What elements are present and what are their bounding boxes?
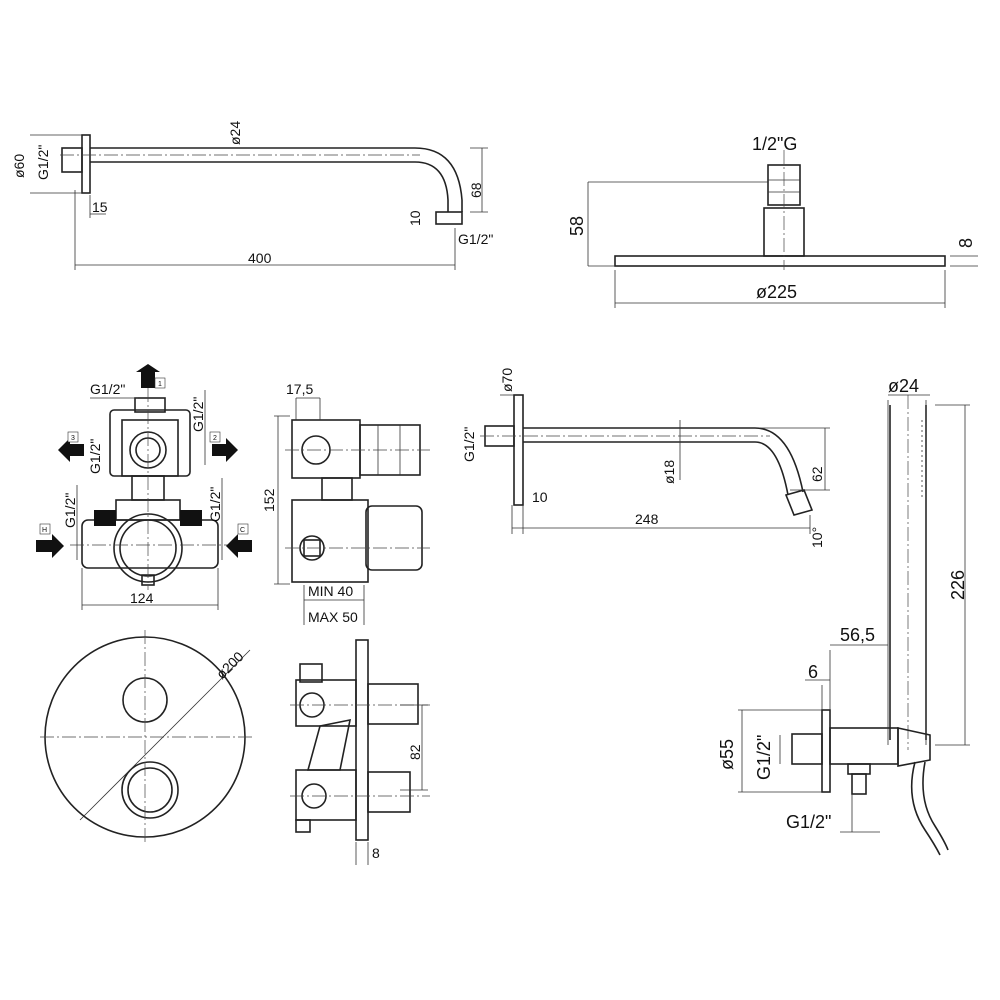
shower-arm-drawing: ø60 G1/2" ø24 15 400 68 10 G1/2" [11, 121, 493, 270]
spout-pipe-dia: ø18 [661, 460, 677, 484]
arrow-label-1: 1 [158, 381, 162, 388]
hand-handle-dia: ø24 [888, 376, 919, 396]
arrow-label-3: 3 [71, 435, 75, 442]
hand-flange-dia: ø55 [717, 739, 737, 770]
valve-inlet-hot: G1/2" [62, 493, 78, 528]
arm-depth: 15 [92, 199, 108, 215]
spout-flange-depth: 10 [532, 489, 548, 505]
plate-handle-spacing: 82 [407, 744, 423, 760]
hand-hose-thread: G1/2" [786, 812, 831, 832]
plate-diameter: ø200 [213, 648, 247, 682]
spout-drawing: ø70 G1/2" ø18 62 10 248 10° [461, 368, 830, 548]
valve-outlet-top: G1/2" [90, 381, 125, 397]
arm-thread: G1/2" [35, 145, 51, 180]
arm-outlet: 10 [407, 210, 423, 226]
head-height: 58 [567, 216, 587, 236]
arm-pipe-dia: ø24 [227, 121, 243, 145]
spout-angle: 10° [809, 527, 825, 548]
valve-side-drawing: 17,5 152 MIN 40 MAX 50 [261, 381, 430, 625]
plate-thickness: 8 [372, 845, 380, 861]
head-diameter: ø225 [756, 282, 797, 302]
valve-inlet-cold: G1/2" [207, 487, 223, 522]
trim-plate-drawing: ø200 [40, 630, 252, 845]
arm-length: 400 [248, 250, 272, 266]
arrow-label-hot: H [42, 527, 47, 534]
arm-flange-dia: ø60 [11, 154, 27, 178]
valve-trim-side-drawing: 82 8 [290, 639, 430, 865]
head-plate-thickness: 8 [956, 238, 976, 248]
valve-outlet-right: G1/2" [190, 397, 206, 432]
spout-drop: 62 [809, 466, 825, 482]
valve-width: 124 [130, 590, 154, 606]
valve-front-drawing: 1 2 3 H C G1/2" G1/2" G1/2" G1/2" G1/2" … [36, 364, 252, 610]
valve-max-depth: MAX 50 [308, 609, 358, 625]
shower-head-drawing: 1/2"G 58 8 ø225 [567, 134, 978, 308]
arrow-label-2: 2 [213, 435, 217, 442]
head-thread: 1/2"G [752, 134, 797, 154]
arm-drop: 68 [468, 182, 484, 198]
spout-flange-dia: ø70 [499, 368, 515, 392]
arm-outlet-thread: G1/2" [458, 231, 493, 247]
spout-thread: G1/2" [461, 427, 477, 462]
hand-plate-depth: 6 [808, 662, 818, 682]
hand-shower-drawing: ø24 226 56,5 6 ø55 G1/2" G1/2" [717, 376, 970, 856]
hand-handle-length: 226 [948, 570, 968, 600]
hand-outlet-projection: 56,5 [840, 625, 875, 645]
arrow-label-cold: C [240, 527, 245, 534]
valve-outlet-left: G1/2" [87, 439, 103, 474]
valve-side-offset: 17,5 [286, 381, 313, 397]
valve-side-height: 152 [261, 488, 277, 512]
spout-length: 248 [635, 511, 659, 527]
valve-min-depth: MIN 40 [308, 583, 353, 599]
hand-wall-thread: G1/2" [754, 735, 774, 780]
